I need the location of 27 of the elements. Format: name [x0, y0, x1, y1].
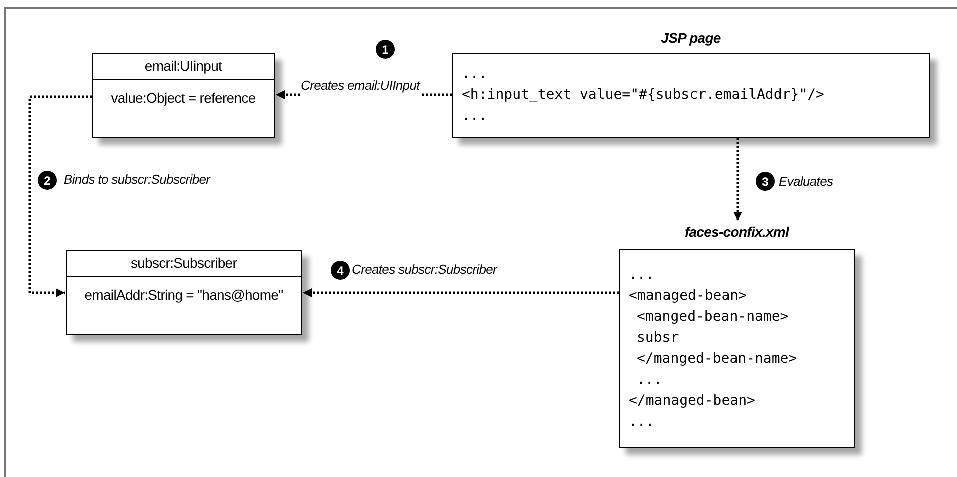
code-line: ...: [629, 412, 654, 432]
dotted-arrow: [276, 90, 452, 100]
panel-title: JSP page: [661, 29, 721, 48]
code-line: <managed-bean>: [629, 286, 748, 306]
callout-number: 2: [38, 171, 57, 190]
callout-number: 1: [376, 40, 395, 59]
code-line: ...: [462, 65, 488, 84]
code-line: ...: [629, 266, 654, 284]
code-line: </managed-bean>: [629, 392, 756, 410]
code-line: ...: [462, 107, 488, 126]
code-line: subsr: [637, 328, 680, 348]
code-line: <h:input_text value="#{subscr.emailAddr}"/>: [462, 86, 824, 105]
dotted-arrow: [734, 138, 742, 221]
dotted-arrow: [28, 96, 92, 298]
class-name: email:UIinput: [144, 57, 222, 76]
panel-title: faces-confix.xml: [684, 223, 790, 242]
attribute-text: emailAddr:String = "hans@home": [84, 286, 284, 305]
code-line: <manged-bean-name>: [637, 308, 789, 326]
dotted-arrow: [303, 288, 619, 298]
callout-number: 3: [756, 172, 775, 191]
callout-number: 4: [331, 261, 350, 280]
code-line: ...: [637, 370, 662, 390]
attribute-text: value:Object = reference: [111, 89, 256, 108]
class-box: [66, 250, 302, 335]
class-box: [92, 53, 275, 138]
code-line: </manged-bean-name>: [637, 350, 798, 368]
class-name: subscr:Subscriber: [130, 254, 238, 273]
